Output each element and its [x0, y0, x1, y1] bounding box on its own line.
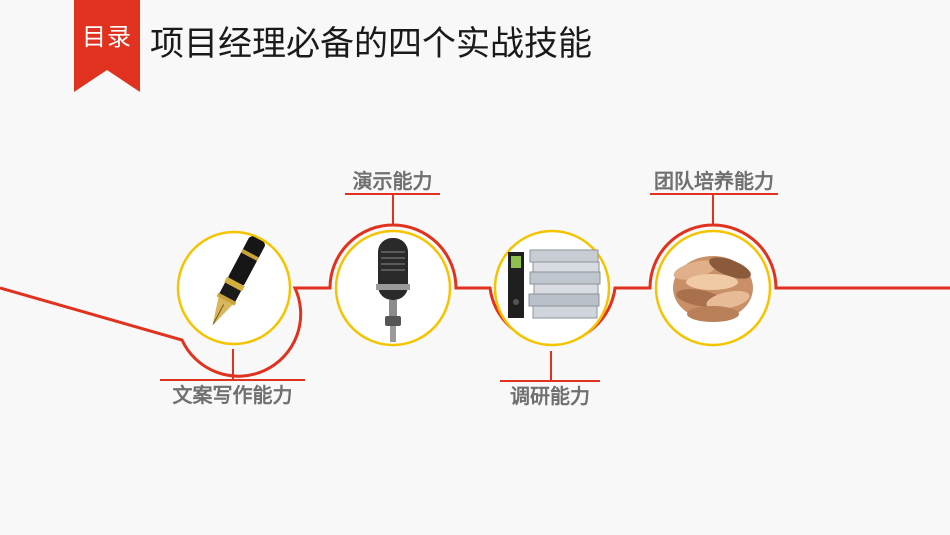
- skill-label-team-building: 团队培养能力: [654, 169, 774, 193]
- document-stack-icon: [508, 249, 601, 319]
- badge-label: 目录: [82, 23, 132, 51]
- skill-label-writing: 文案写作能力: [172, 383, 293, 407]
- page-title: 项目经理必备的四个实战技能: [150, 24, 592, 64]
- skill-label-research: 调研能力: [510, 384, 590, 408]
- section-badge: 目录: [74, 0, 140, 92]
- microphone-icon: [376, 238, 410, 342]
- skill-label-presentation: 演示能力: [352, 169, 433, 193]
- team-hands-icon: [673, 256, 753, 322]
- fountain-pen-icon: [212, 236, 265, 326]
- timeline-line: [0, 223, 950, 378]
